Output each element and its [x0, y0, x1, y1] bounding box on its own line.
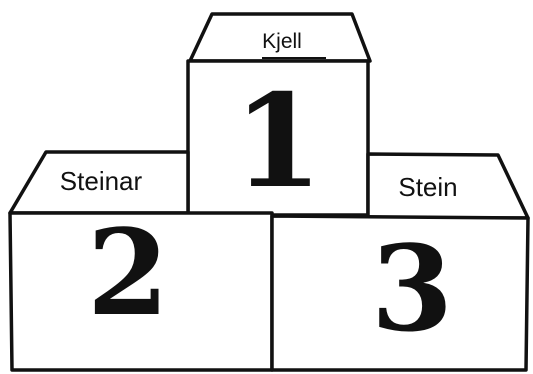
second-place-name: Steinar — [60, 166, 143, 196]
first-place-rank: 1 — [233, 67, 322, 217]
third-place-rank: 3 — [371, 219, 453, 358]
second-place-rank: 2 — [87, 203, 169, 342]
third-place-name: Stein — [398, 172, 457, 202]
first-place-block: Kjell 1 — [188, 14, 370, 217]
first-place-name: Kjell — [262, 30, 302, 53]
